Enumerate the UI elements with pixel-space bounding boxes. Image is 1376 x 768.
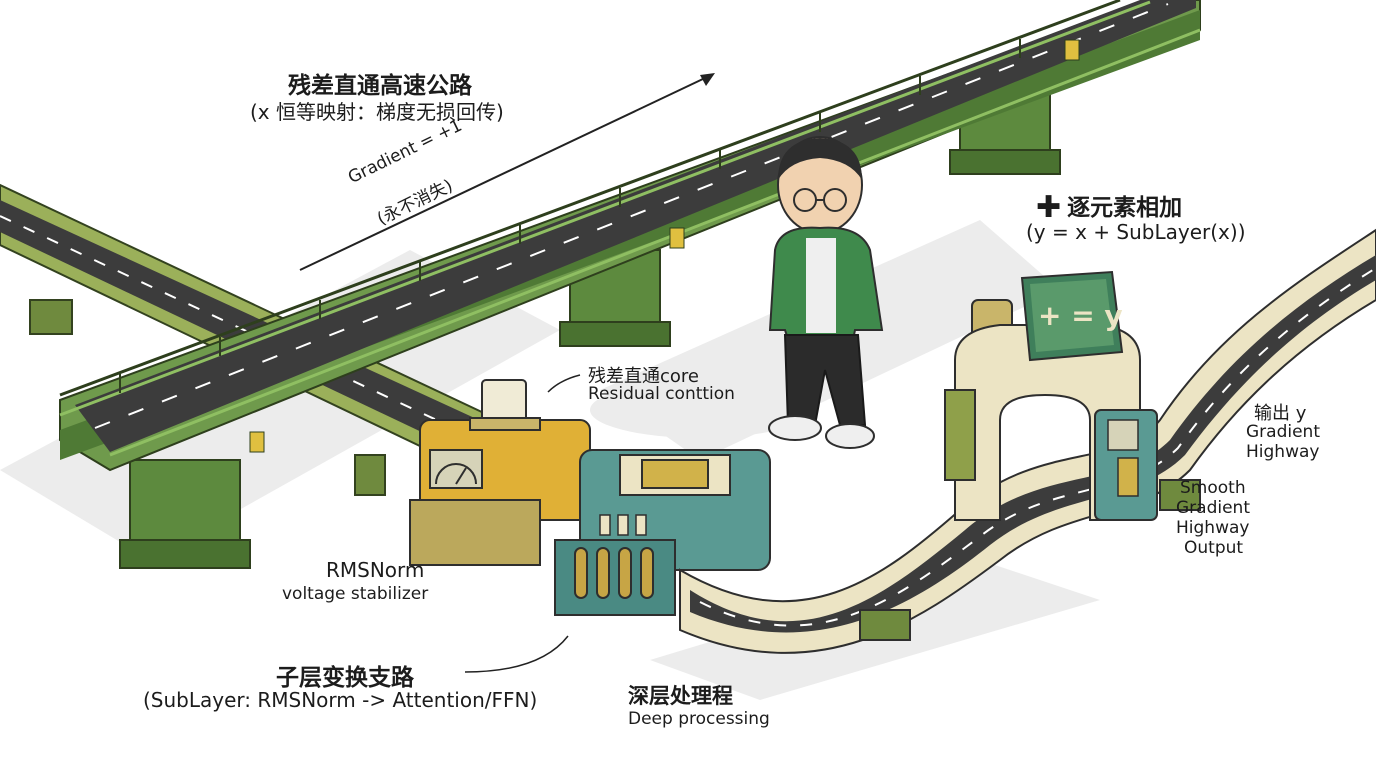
highway-subtitle: (x 恒等映射：梯度无损回传) xyxy=(250,100,504,124)
add-title-text: 逐元素相加 xyxy=(1067,195,1183,221)
residual-core-zh: 残差直通core xyxy=(588,366,699,387)
add-sign-text: + = y xyxy=(1038,299,1123,332)
person-figure xyxy=(768,136,884,449)
smooth-line1: Smooth xyxy=(1180,478,1246,498)
rmsnorm-subtitle: voltage stabilizer xyxy=(282,584,429,604)
rmsnorm-machine xyxy=(409,379,591,566)
sublayer-subtitle: (SubLayer: RMSNorm -> Attention/FFN) xyxy=(143,688,538,712)
smooth-line3: Highway xyxy=(1176,518,1250,538)
deep-title: 深层处理程 xyxy=(628,684,733,708)
output-line1: Gradient xyxy=(1246,422,1320,442)
smooth-line4: Output xyxy=(1184,538,1244,558)
sublayer-machine xyxy=(554,449,771,616)
gradient-arrow xyxy=(299,73,715,271)
add-formula: (y = x + SubLayer(x)) xyxy=(1026,220,1246,244)
callout-lines xyxy=(464,374,581,673)
add-gate: + = y xyxy=(944,270,1158,521)
deep-subtitle: Deep processing xyxy=(628,709,770,729)
residual-core-en: Residual conttion xyxy=(588,384,735,404)
residual-highway-bridge xyxy=(59,0,1201,569)
rmsnorm-title: RMSNorm xyxy=(326,558,425,582)
sublayer-title: 子层变换支路 xyxy=(276,665,414,691)
plus-icon: ✚ xyxy=(1036,190,1062,225)
highway-title: 残差直通高速公路 xyxy=(288,73,472,99)
add-title: ✚逐元素相加 xyxy=(1036,188,1182,225)
output-line2: Highway xyxy=(1246,442,1320,462)
output-zh: 输出 y xyxy=(1254,403,1307,424)
smooth-line2: Gradient xyxy=(1176,498,1250,518)
